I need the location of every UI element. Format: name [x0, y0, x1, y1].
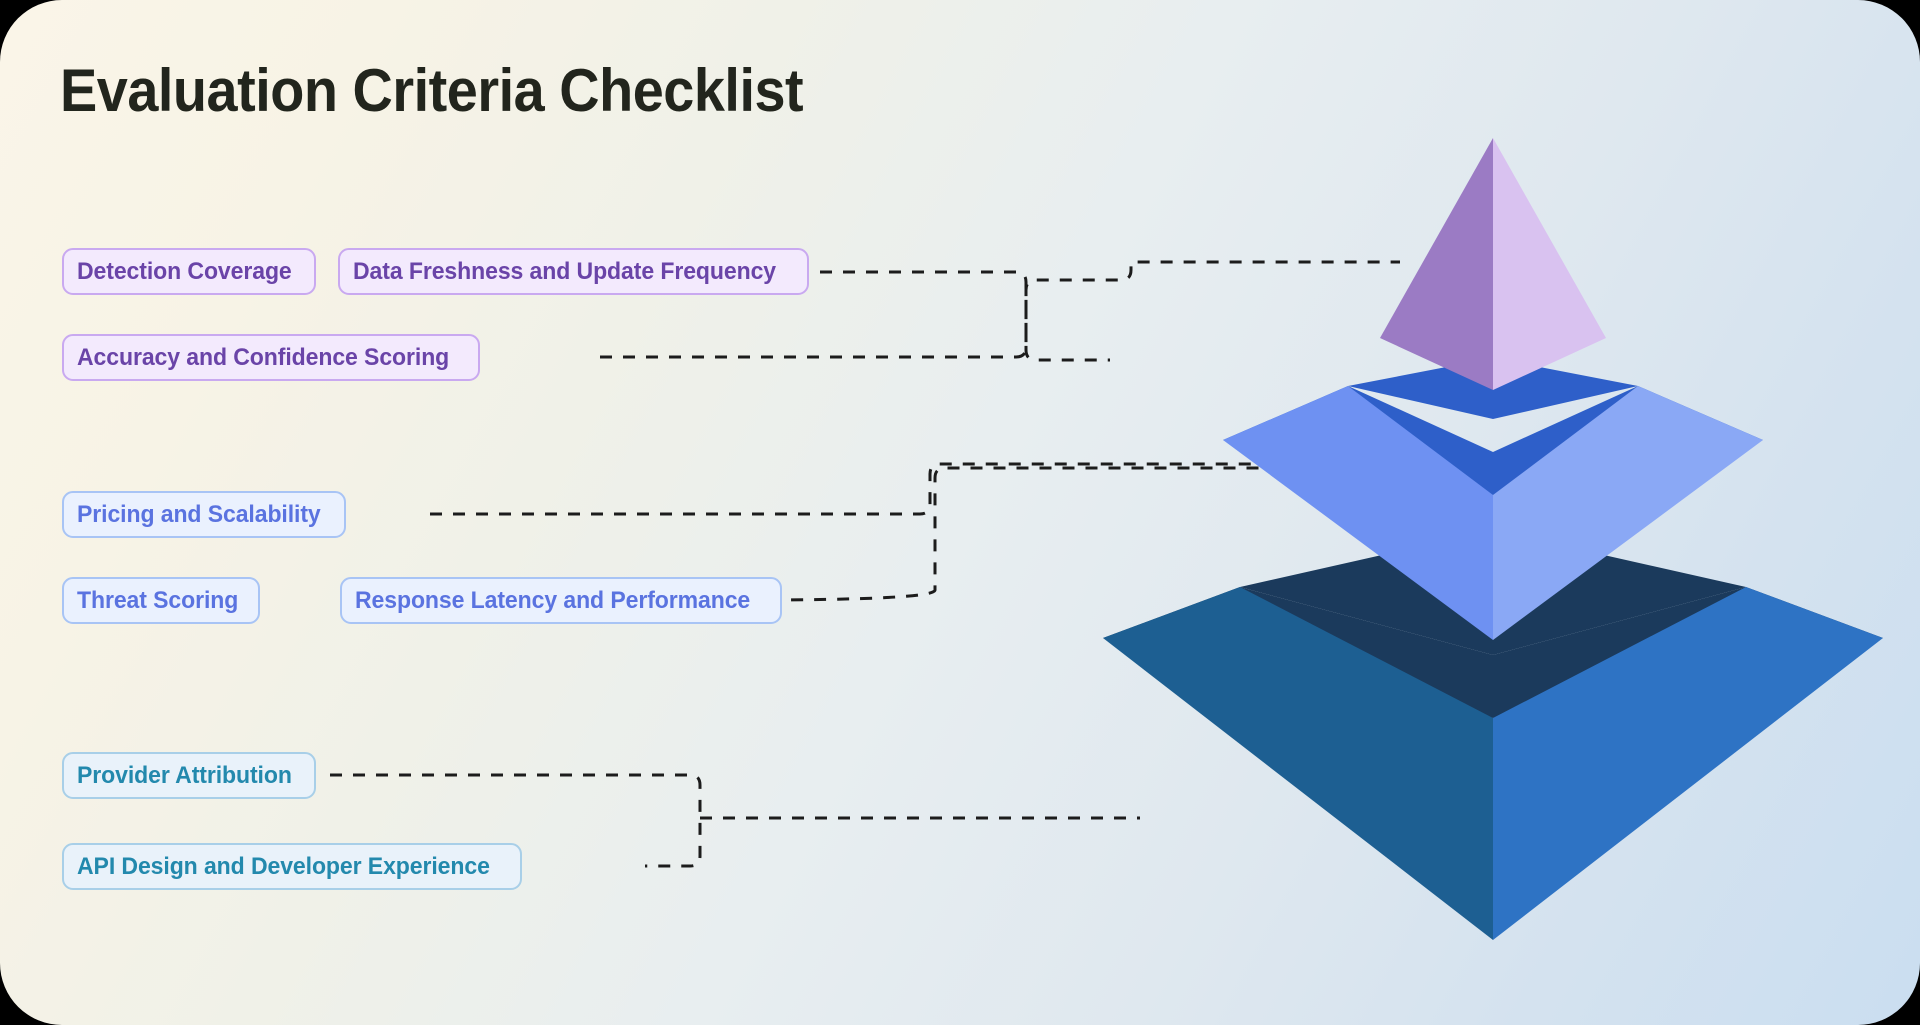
connector-top-tier-a [820, 270, 1110, 362]
pyramid-apex-face-left [1380, 138, 1493, 390]
page-title: Evaluation Criteria Checklist [60, 57, 804, 124]
criteria-chip-detection-coverage[interactable]: Detection Coverage [62, 248, 316, 295]
pyramid-base-top-surface-right [1493, 587, 1883, 718]
chip-label: Detection Coverage [77, 257, 292, 285]
chip-label: Pricing and Scalability [77, 500, 321, 528]
criteria-chip-api-design[interactable]: API Design and Developer Experience [62, 843, 522, 890]
pyramid-middle-top-surface-right [1493, 386, 1763, 495]
chip-label: Threat Scoring [77, 586, 239, 614]
chip-label: Response Latency and Performance [355, 586, 751, 614]
criteria-chip-provider-attribution[interactable]: Provider Attribution [62, 752, 316, 799]
connector-middle-tier-a [430, 462, 1280, 516]
criteria-chip-data-freshness[interactable]: Data Freshness and Update Frequency [338, 248, 809, 295]
criteria-chip-accuracy-confidence[interactable]: Accuracy and Confidence Scoring [62, 334, 480, 381]
criteria-chip-threat-scoring[interactable]: Threat Scoring [62, 577, 260, 624]
chip-label: API Design and Developer Experience [77, 852, 490, 880]
pyramid-base-face-right [1493, 587, 1883, 940]
pyramid-base-top-surface-left [1103, 587, 1493, 718]
criteria-chip-response-latency[interactable]: Response Latency and Performance [340, 577, 782, 624]
connector-middle-tier-b [744, 466, 1285, 602]
pyramid-base-top-surface [1240, 530, 1746, 655]
chip-label: Provider Attribution [77, 761, 292, 789]
chip-label: Accuracy and Confidence Scoring [77, 343, 450, 371]
chip-label: Data Freshness and Update Frequency [353, 257, 777, 285]
pyramid-middle-top-surface-back [1348, 358, 1638, 419]
pyramid-middle-face-left [1223, 386, 1493, 640]
criteria-chip-pricing-scalability[interactable]: Pricing and Scalability [62, 491, 346, 538]
pyramid-middle-top-surface-left [1223, 386, 1493, 495]
pyramid-base-face-left [1103, 587, 1493, 940]
pyramid-apex-face-right [1493, 138, 1606, 390]
pyramid-middle-face-right [1493, 386, 1763, 640]
